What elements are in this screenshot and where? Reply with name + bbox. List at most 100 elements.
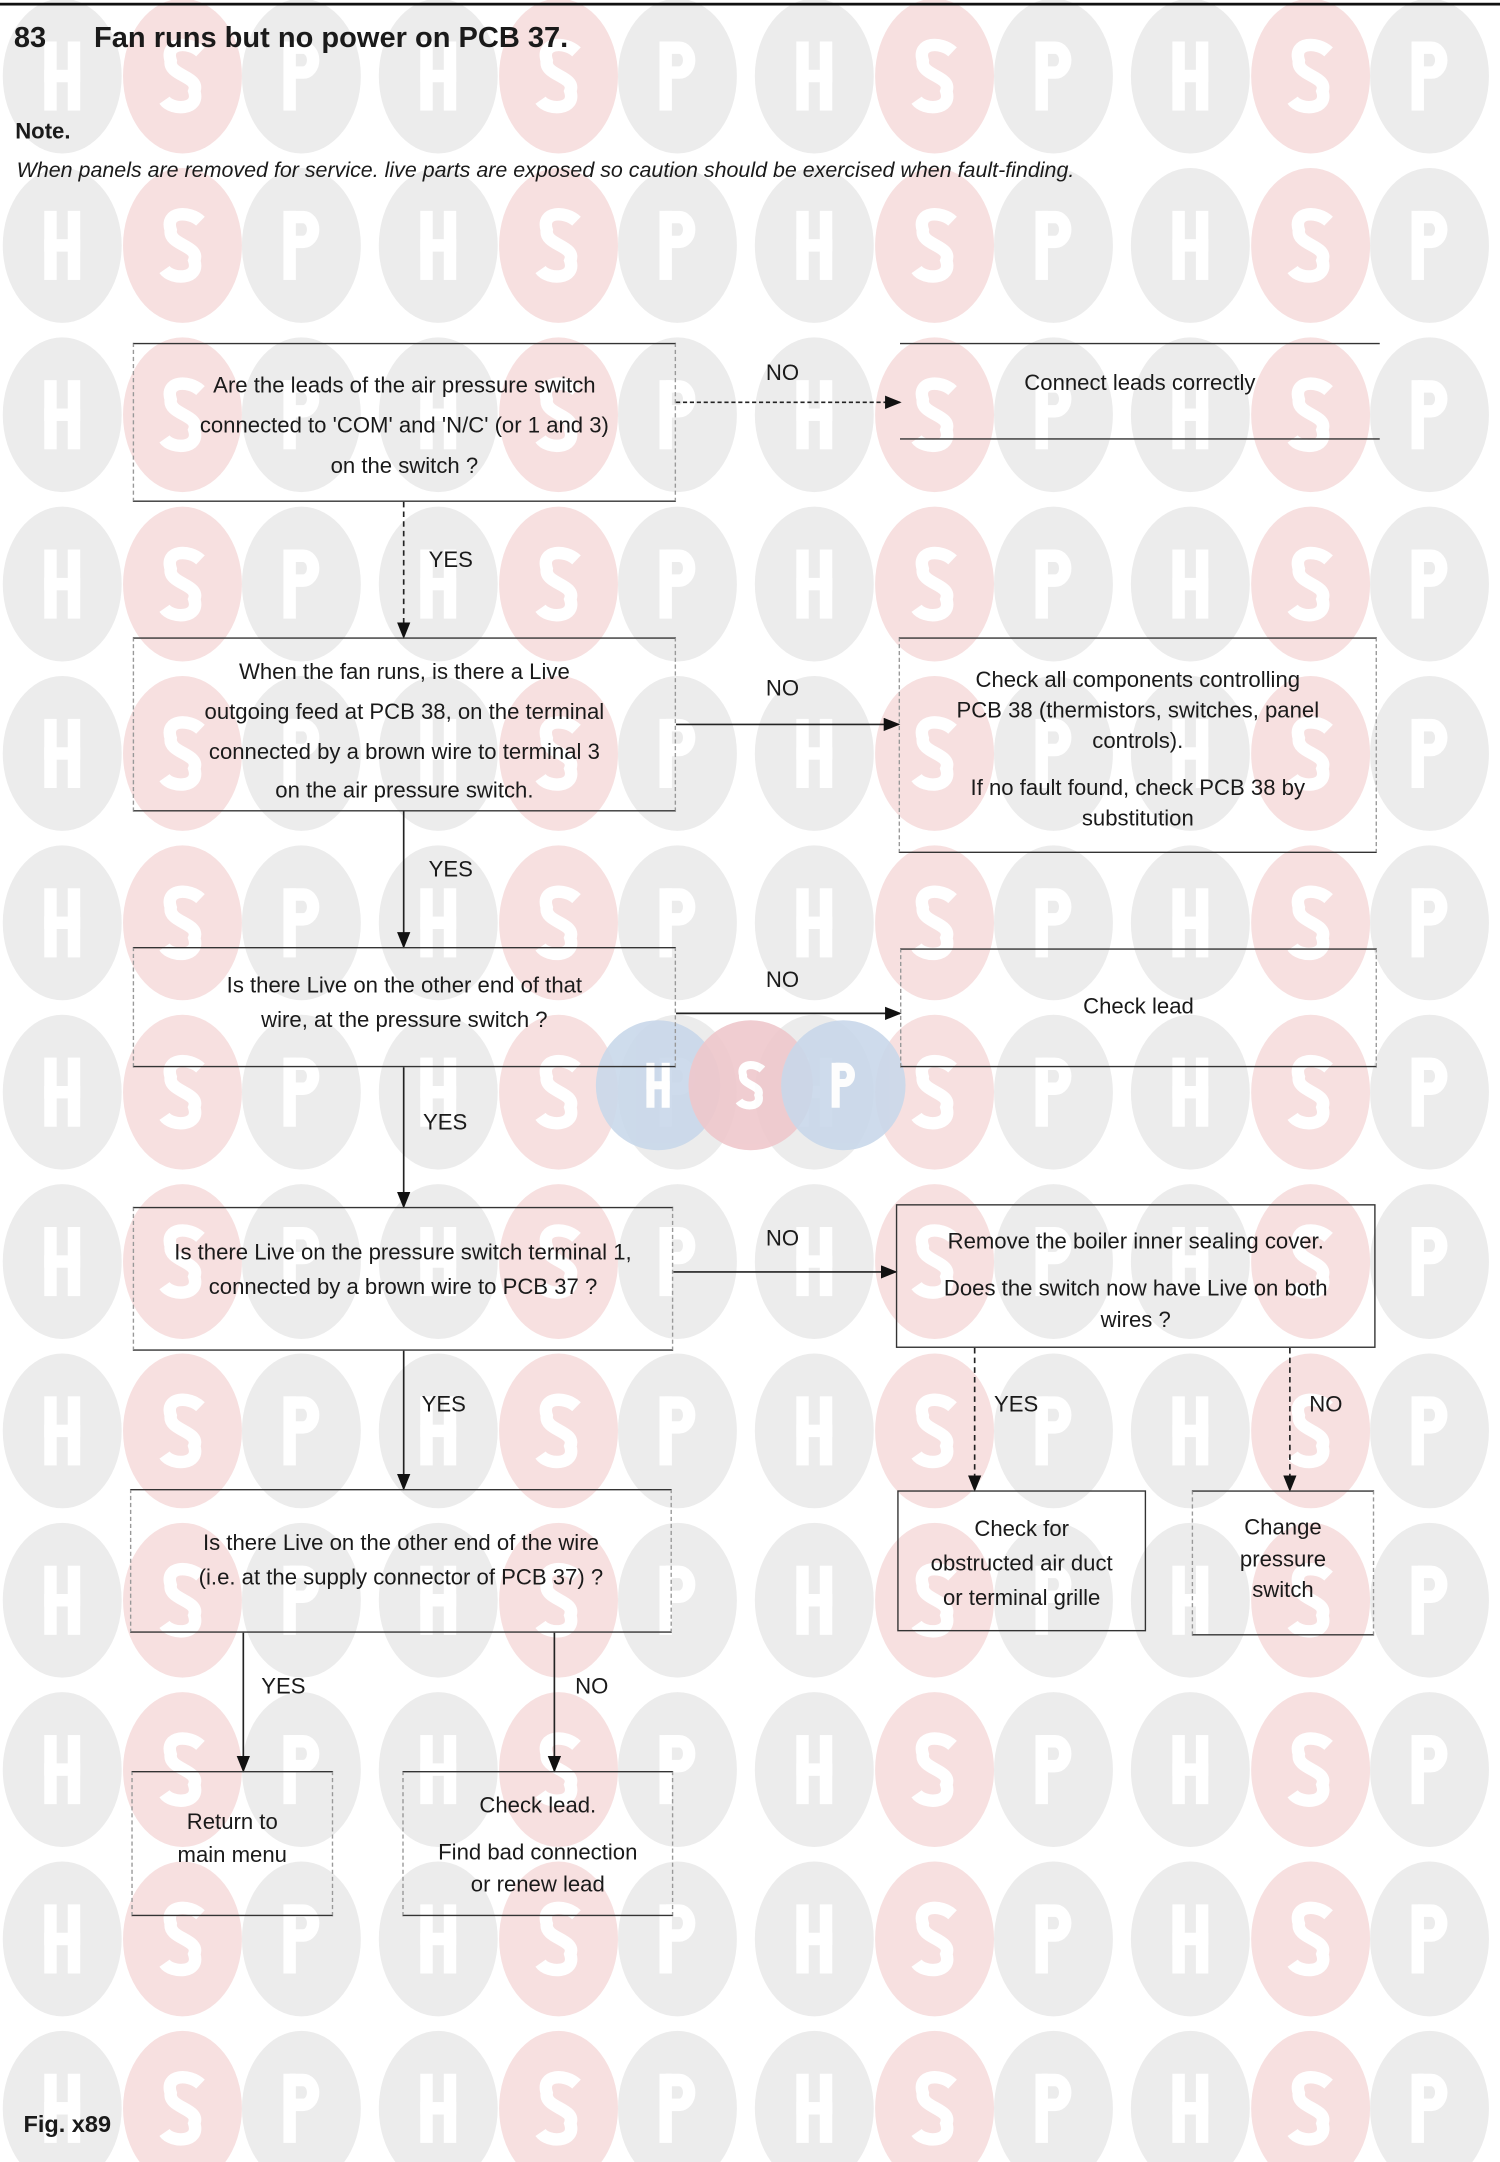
watermark-p-circle [994,676,1113,831]
watermark-p-circle [994,1861,1113,2017]
box-text: PCB 38 (thermistors, switches, panel [956,699,1320,724]
watermark-h-circle [378,1522,498,1678]
box-text: pressure [1239,1548,1326,1572]
watermark-p-circle [241,1014,361,1170]
watermark-p-circle [241,1522,361,1678]
watermark-h-circle [754,845,874,1001]
watermark-s-circle [499,1353,618,1509]
return-main-menu-link[interactable]: main menu [177,1844,287,1868]
action-box-check-lead: Check lead [900,948,1377,1068]
watermark-p-circle [241,1184,361,1339]
watermark-center-s-circle [688,1020,813,1151]
watermark-s-circle [875,167,995,323]
watermark-p-circle [994,0,1113,154]
watermark-p-circle [994,506,1113,662]
watermark-s-circle [123,1014,242,1170]
watermark-p-circle [994,1692,1113,1848]
watermark-s-circle [499,0,618,154]
watermark-p-circle [1370,845,1489,1001]
watermark-p-circle [994,167,1113,323]
watermark-p-circle [617,1522,737,1678]
action-box-connect-leads: Connect leads correctly [900,342,1380,440]
label-yes: YES [423,1111,468,1136]
question-box-leads: Are the leads of the air pressure switch… [132,342,677,502]
box-text: (i.e. at the supply connector of PCB 37)… [198,1566,604,1590]
watermark-h-circle [1130,167,1250,323]
box-text: Find bad connection [438,1841,638,1865]
watermark-h-circle [754,1184,874,1339]
box-text: on the switch ? [330,454,479,479]
watermark-h-circle [754,0,874,154]
box-text: or renew lead [470,1873,605,1897]
watermark-p-circle [241,1353,361,1509]
box-text: Check all components controlling [975,669,1301,693]
watermark-p-circle [994,1353,1113,1509]
watermark-h-circle [378,1014,498,1170]
watermark-p-circle [1370,167,1489,323]
label-yes: YES [261,1675,306,1700]
box-text: connected by a brown wire to terminal 3 [208,741,600,765]
watermark-p-circle [1370,1184,1489,1339]
watermark-p-circle [994,337,1113,493]
watermark-s-circle [875,1353,995,1509]
watermark-h-circle [378,1692,498,1848]
watermark-h-circle [2,1184,122,1339]
watermark-s-circle [875,2030,994,2162]
watermark-h-circle [754,167,874,323]
watermark-h-circle [754,1861,874,2017]
watermark-s-circle [875,506,995,662]
watermark-h-circle [1130,0,1250,154]
watermark-p-circle [1370,2030,1489,2162]
label-yes: YES [421,1393,466,1418]
watermark-s-circle [123,1184,242,1339]
watermark-s-circle [499,167,618,323]
watermark-h-circle [2,1692,122,1848]
box-text: substitution [1081,807,1194,831]
watermark-s-circle [123,167,242,323]
watermark-h-circle [1130,337,1250,493]
page-title: Fan runs but no power on PCB 37. [94,22,569,54]
watermark-s-circle [1251,337,1371,493]
watermark-s-circle [1251,676,1371,831]
watermark-p-circle [617,2030,737,2162]
watermark-s-circle [123,1861,242,2017]
watermark-s-circle [499,1522,618,1678]
watermark-h-circle [1130,1184,1250,1339]
watermark-s-circle [123,845,242,1001]
question-box-sealing-cover: Remove the boiler inner sealing cover. D… [895,1204,1376,1348]
question-box-pcb38-feed: When the fan runs, is there a Live outgo… [132,637,677,812]
watermark-s-circle [499,676,618,831]
watermark-h-circle [754,1353,874,1509]
watermark-p-circle [241,337,361,493]
action-box-renew-lead: Check lead. Find bad connection or renew… [402,1770,674,1917]
watermark-s-circle [875,1014,995,1170]
box-text: switch [1252,1578,1314,1603]
watermark-p-circle [617,337,737,493]
watermark-p-circle [1370,676,1489,831]
box-text: or terminal grille [942,1587,1101,1611]
watermark-s-circle [499,1014,618,1170]
box-text: If no fault found, check PCB 38 by [970,776,1306,801]
watermark-h-circle [378,337,498,493]
watermark-p-circle [241,167,361,323]
box-text: Remove the boiler inner sealing cover. [947,1230,1324,1254]
watermark-s-circle [1251,845,1371,1001]
watermark-s-circle [1251,2030,1371,2162]
question-box-wire-end: Is there Live on the other end of that w… [132,947,677,1068]
box-text: obstructed air duct [930,1552,1113,1577]
watermark-s-circle [123,1353,242,1509]
watermark-p-circle [994,2030,1113,2162]
watermark-s-circle [499,1861,618,2017]
label-no: NO [765,362,800,386]
return-main-menu-link[interactable]: Return to [186,1811,278,1835]
watermark-p-circle [617,1861,737,2017]
box-text: Check lead. [479,1794,597,1818]
watermark-s-circle [123,337,242,493]
watermark-h-circle [2,167,122,323]
box-text: Are the leads of the air pressure switch [213,374,596,399]
box-text: Is there Live on the pressure switch ter… [174,1241,632,1265]
watermark-h-circle [754,1692,874,1848]
watermark-p-circle [241,0,361,154]
watermark-h-circle [378,845,498,1001]
